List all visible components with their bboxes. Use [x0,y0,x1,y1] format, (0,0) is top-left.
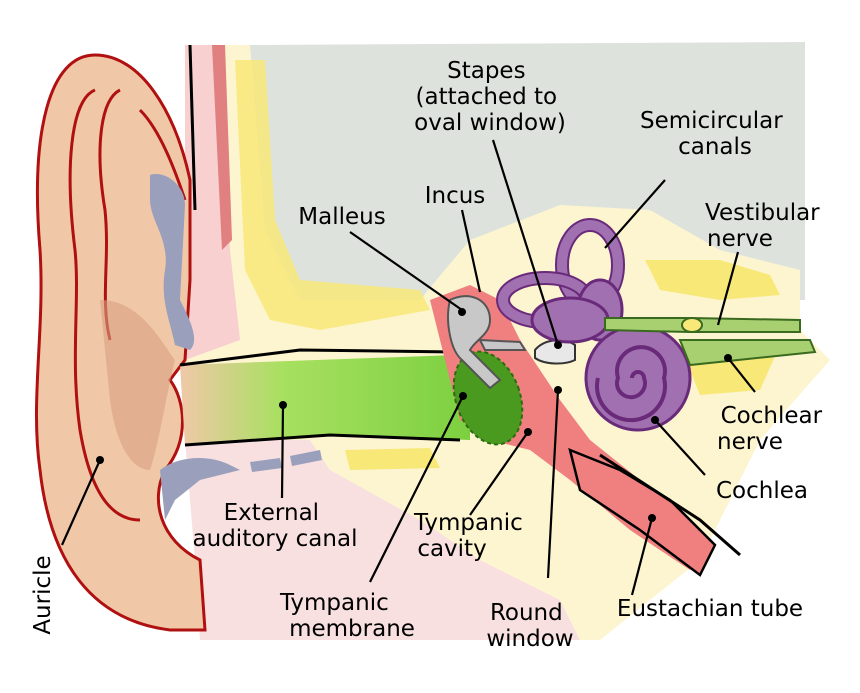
bone-patch-right [645,260,780,300]
label-auricle: Auricle [30,555,56,634]
cochlear-nerve-shape [678,339,817,367]
label-tympanic-membrane: Tympanic membrane [279,590,415,642]
cochlea-shape [584,324,692,432]
bone-patch-upper [235,60,430,330]
label-semicircular-canals: Semicircular canals [640,108,790,160]
label-eustachian-tube: Eustachian tube [617,596,803,622]
ear-wall-pink [185,45,240,360]
label-tympanic-cavity: Tympanic cavity [413,510,530,562]
vestibular-ganglion [681,317,703,333]
cartilage-upper [150,174,195,350]
label-round-window: Round window [486,600,573,652]
label-vestibular-nerve: Vestibular nerve [705,200,827,252]
label-incus: Incus [425,183,486,209]
ear-wall-red-stripe [212,45,232,250]
label-cochlear-nerve: Cochlear nerve [717,403,829,455]
label-external-auditory-canal: External auditory canal [193,500,358,552]
lower-soft-tissue [185,440,580,640]
auricle-inner-fold [68,88,141,522]
cartilage-lower [160,458,240,520]
label-malleus: Malleus [298,204,385,230]
cartilage-dash-1 [250,458,282,472]
incus-shape [478,338,527,351]
cartilage-dash-2 [290,450,322,466]
ear-outline-upper [188,44,197,211]
eustachian-edge [599,453,741,557]
auricle-ridge [138,108,187,201]
auricle-concha [100,300,175,470]
canal-top-edge [179,348,456,367]
stapes-shape [534,339,576,365]
vestibule [530,296,610,344]
canal-bottom-edge [184,433,461,447]
label-cochlea: Cochlea [716,478,808,504]
malleus-shape [447,295,502,390]
leader-lines [60,139,756,596]
bone-patch-lower [345,448,440,470]
label-stapes: Stapes (attached to oval window) [414,58,566,136]
cochlea-spiral [595,345,667,423]
external-canal [180,355,470,445]
